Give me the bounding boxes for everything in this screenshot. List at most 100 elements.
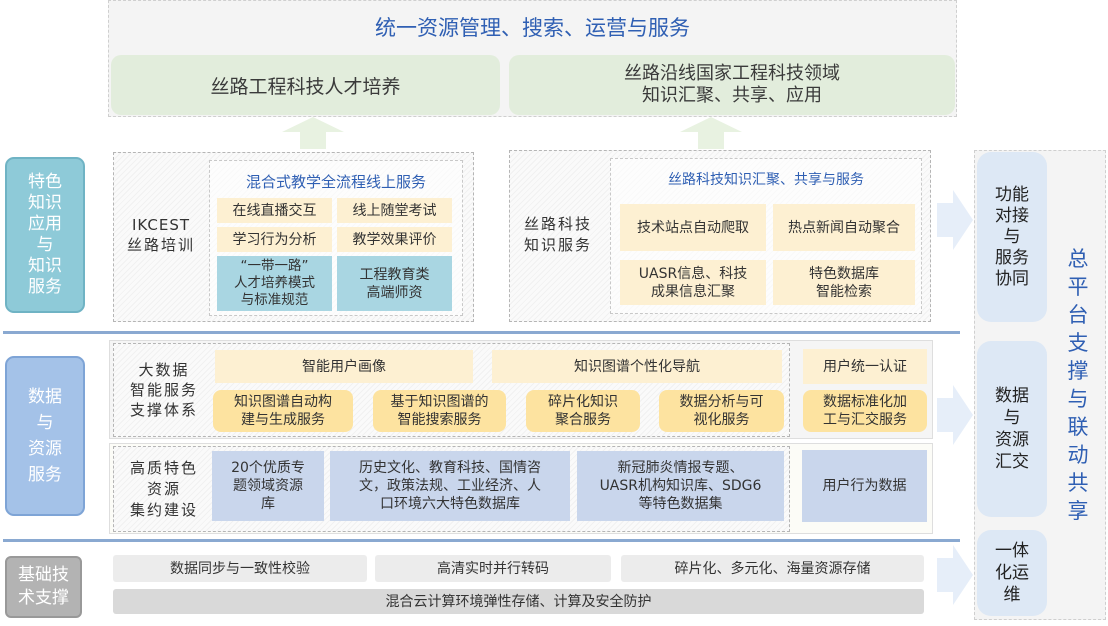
resource-cell: 新冠肺炎情报专题、 UASR机构知识库、SDG6 等特色数据集: [577, 451, 784, 521]
standardize-cell: 数据标准化加 工与汇交服务: [803, 390, 927, 432]
bigdata-service: 知识图谱自动构 建与生成服务: [213, 390, 353, 432]
cell-line: 技术站点自动爬取: [637, 219, 749, 236]
bigdata-top-cell: 知识图谱个性化导航: [492, 350, 782, 383]
label-line: 资源: [28, 439, 62, 459]
right-arrow-icon: [937, 385, 973, 445]
cell-line: 工程教育类: [359, 266, 430, 283]
bigdata-top-cell: 智能用户画像: [215, 350, 473, 383]
title-char: 联: [1067, 415, 1089, 439]
layer-label-application: 特色 知识 应用 与 知识 服务: [5, 157, 85, 313]
title-char: 支: [1067, 331, 1089, 355]
cell-line: 题领域资源: [233, 478, 303, 494]
bigdata-name: 大数据 智能服务 支撑体系: [116, 350, 212, 430]
knowledge-name-line2: 知识服务: [523, 236, 592, 254]
cell-line: 与标准规范: [240, 292, 309, 308]
knowledge-cell: UASR信息、科技 成果信息汇聚: [620, 260, 766, 305]
right-arrow-icon: [937, 545, 973, 605]
service-cell: 在线直播交互: [217, 198, 332, 223]
goal-left: 丝路工程科技人才培养: [111, 55, 500, 115]
goal-right-line2: 知识汇聚、共享、应用: [642, 85, 822, 106]
goal-right: 丝路沿线国家工程科技领域 知识汇聚、共享、应用: [509, 55, 955, 115]
cell-line: 高端师资: [366, 284, 423, 301]
knowledge-panel-title: 丝路科技知识汇聚、共享与服务: [668, 172, 864, 188]
name-line: 大数据: [138, 361, 190, 379]
cell-line: 口环境六大特色数据库: [380, 496, 520, 512]
cell-line: 历史文化、教育科技、国情咨: [359, 460, 541, 476]
infra-cell: 数据同步与一致性校验: [113, 555, 367, 582]
title-char: 台: [1067, 303, 1089, 327]
label-line: 知识: [28, 193, 62, 213]
bigdata-service: 数据分析与可 视化服务: [659, 390, 784, 432]
service-cell: 学习行为分析: [217, 227, 332, 252]
cell-line: 文，政策法规、工业经济、人: [359, 478, 541, 494]
label-line: 应用: [28, 214, 62, 234]
label-line: 知识: [28, 256, 62, 276]
knowledge-cell: 热点新闻自动聚合: [773, 204, 915, 251]
cell-line: 智能搜索服务: [397, 412, 482, 428]
cell-line: 碎片化知识: [548, 394, 618, 410]
knowledge-cell: 技术站点自动爬取: [620, 204, 766, 251]
box-line: 维: [1003, 585, 1021, 605]
cell-line: “一带一路”: [240, 258, 309, 274]
infra-cell: 高清实时并行转码: [375, 555, 611, 582]
auth-cell: 用户统一认证: [803, 349, 927, 384]
layer-divider: [3, 539, 960, 542]
cell-line: 新冠肺炎情报专题、: [617, 460, 744, 476]
cell-line: UASR信息、科技: [638, 265, 748, 282]
layer-divider: [3, 331, 960, 334]
cell-line: 知识图谱自动构: [234, 394, 332, 410]
cell-line: 数据分析与可: [679, 394, 764, 410]
name-line: 支撑体系: [129, 401, 198, 419]
box-line: 化运: [995, 563, 1029, 583]
title-char: 平: [1067, 275, 1089, 299]
box-line: 一体: [995, 541, 1029, 561]
cell-line: 聚合服务: [555, 412, 611, 428]
training-name-line2: 丝路培训: [126, 236, 195, 254]
training-panel-title: 混合式教学全流程线上服务: [245, 172, 426, 191]
bigdata-service: 碎片化知识 聚合服务: [526, 390, 640, 432]
service-cell: 线上随堂考试: [337, 198, 452, 223]
name-line: 集约建设: [129, 500, 198, 519]
cell-line: 热点新闻自动聚合: [788, 219, 900, 236]
service-cell: 教学效果评价: [337, 227, 452, 252]
cell-line: 人才培养模式: [234, 275, 315, 291]
knowledge-name: 丝路科技 知识服务: [512, 210, 604, 260]
cell-line: 基于知识图谱的: [390, 394, 489, 410]
label-line: 基础技: [18, 565, 69, 585]
resources-name: 高质特色 资源 集约建设: [116, 451, 212, 527]
service-cell-teal: “一带一路” 人才培养模式 与标准规范: [217, 256, 332, 311]
title-char: 总: [1067, 247, 1089, 271]
cell-line: 数据标准化加: [823, 394, 907, 410]
user-behavior-cell: 用户行为数据: [802, 450, 927, 522]
platform-box: 一体 化运 维: [977, 530, 1047, 616]
knowledge-cell: 特色数据库 智能检索: [773, 260, 915, 305]
box-line: 功能: [995, 184, 1029, 205]
goal-right-line1: 丝路沿线国家工程科技领域: [624, 63, 840, 84]
label-line: 特色: [28, 172, 62, 192]
service-cell-teal: 工程教育类 高端师资: [337, 256, 452, 311]
box-line: 汇交: [995, 452, 1029, 472]
layer-label-infra: 基础技 术支撑: [5, 556, 82, 618]
platform-title: 总 平 台 支 撑 与 联 动 共 享: [1056, 240, 1100, 530]
title-char: 享: [1067, 499, 1089, 523]
resource-cell: 20个优质专 题领域资源 库: [212, 451, 324, 521]
cell-line: 等特色数据集: [638, 496, 723, 512]
layer-label-data: 数据 与 资源 服务: [5, 356, 85, 516]
label-line: 与: [36, 235, 54, 255]
box-line: 对接: [995, 205, 1029, 226]
up-arrow-icon: [282, 117, 344, 149]
title-char: 动: [1067, 443, 1089, 467]
platform-box: 数据 与 资源 汇交: [977, 341, 1047, 517]
goal-left-text: 丝路工程科技人才培养: [210, 75, 401, 98]
box-line: 与: [1003, 408, 1021, 428]
top-title: 统一资源管理、搜索、运营与服务: [375, 16, 690, 40]
label-line: 服务: [28, 465, 62, 485]
resource-cell: 历史文化、教育科技、国情咨 文，政策法规、工业经济、人 口环境六大特色数据库: [330, 451, 570, 521]
up-arrow-icon: [680, 117, 742, 149]
bigdata-service: 基于知识图谱的 智能搜索服务: [373, 390, 506, 432]
right-arrow-icon: [937, 190, 973, 250]
title-char: 共: [1067, 471, 1089, 495]
cell-line: UASR机构知识库、SDG6: [599, 478, 762, 494]
cell-line: 20个优质专: [231, 460, 305, 476]
name-line: 高质特色: [129, 458, 198, 477]
